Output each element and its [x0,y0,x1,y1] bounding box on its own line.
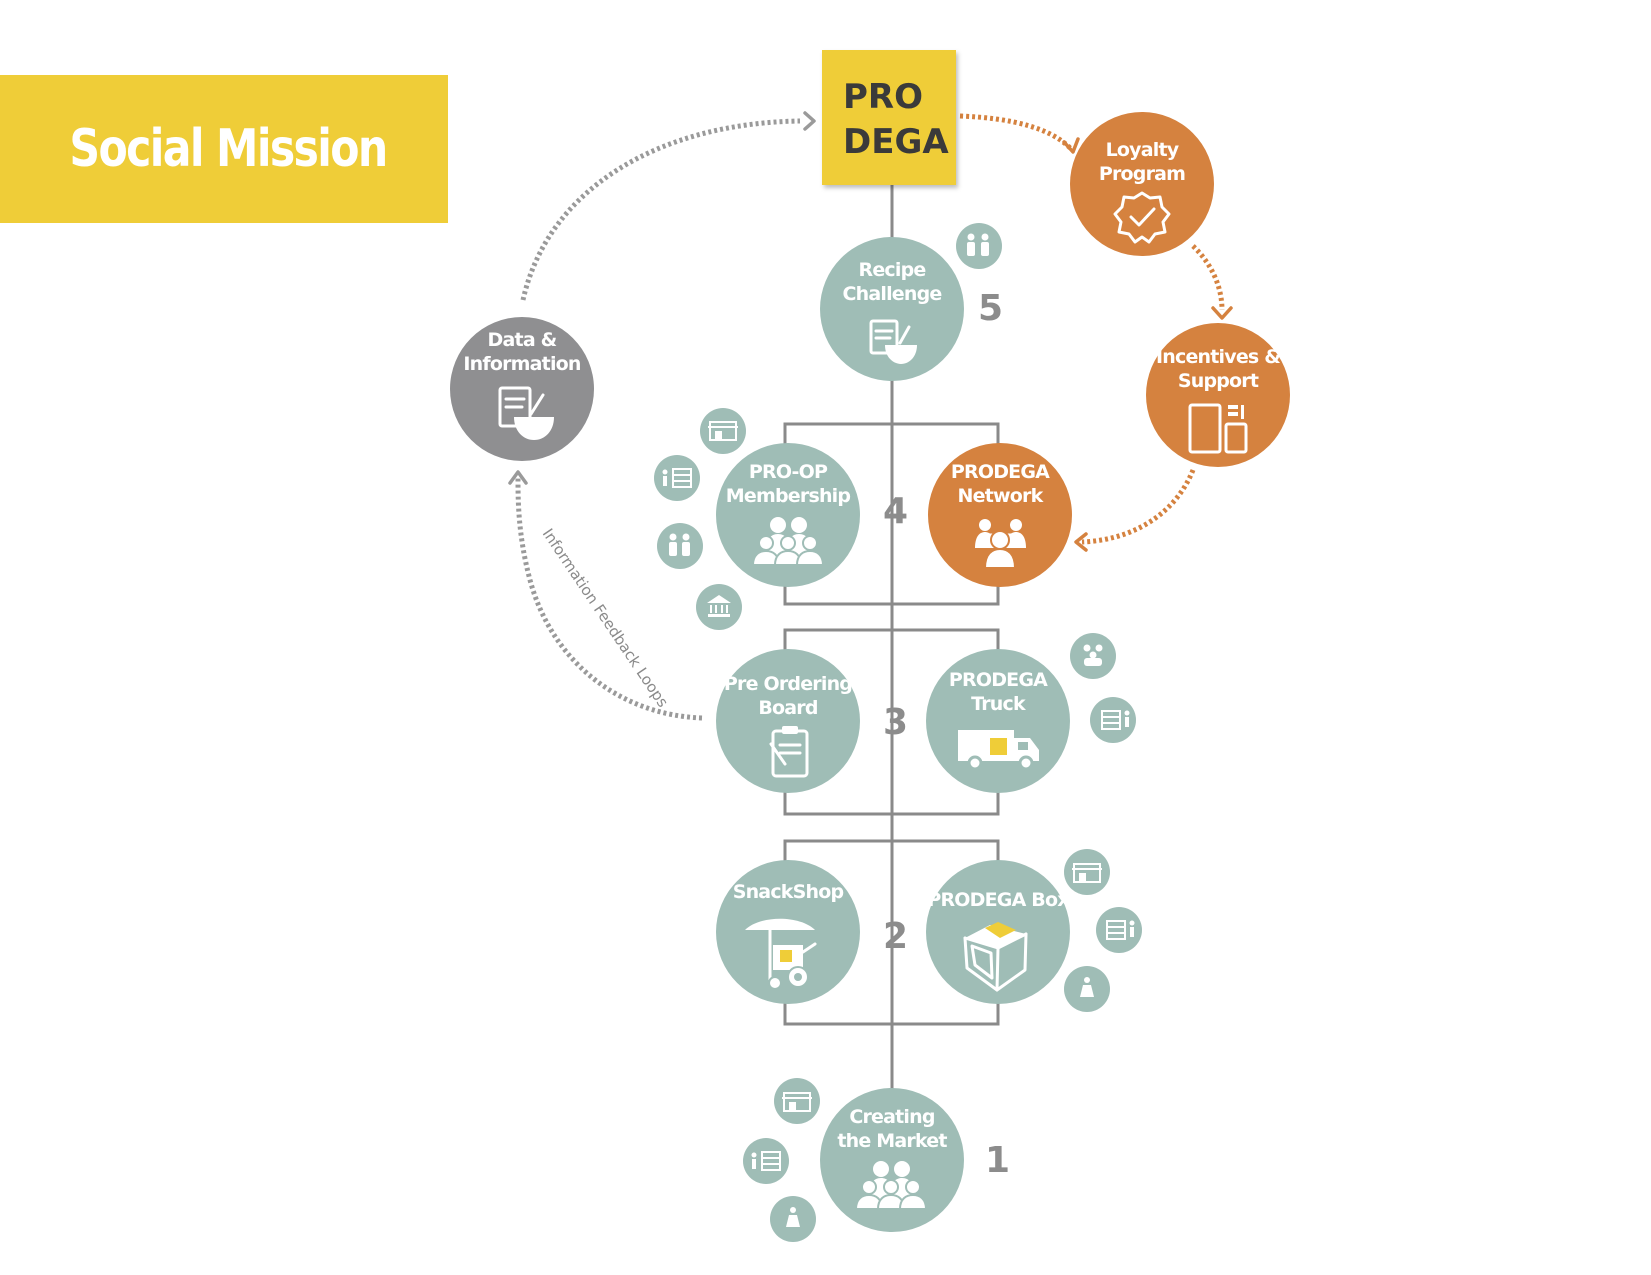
node-label: PRO-OP [749,461,828,483]
node-prodega-network[interactable]: PRODEGA Network [928,443,1072,587]
node-pro-op-membership[interactable]: PRO-OP Membership [716,443,860,587]
box-icon [963,922,1028,992]
umbrella-cart-icon [745,918,817,990]
node-label: PRODEGA Box [927,889,1069,911]
node-label: SnackShop [733,881,844,903]
logo-line2: DEGA [843,122,949,162]
store-front-icon [1064,849,1110,895]
node-label: Information [463,353,581,375]
node-label: Board [758,697,817,719]
node-label: Program [1099,163,1185,185]
level-numbers: 1 2 3 4 5 [883,288,1010,1181]
node-label: Loyalty [1106,139,1180,161]
node-label: Membership [726,485,851,507]
level-number-5: 5 [978,288,1003,329]
network-person-icon [975,519,1026,569]
node-label: Network [958,485,1044,507]
store-front-icon [700,408,746,454]
level-number-3: 3 [883,702,908,743]
node-incentives-support[interactable]: Incentives & Support [1146,323,1290,467]
loop-label: Information Feedback Loops [539,525,672,711]
market-shelf-icon [743,1138,789,1184]
node-label: PRODEGA [949,669,1048,691]
prodega-logo: PRO DEGA [822,50,956,185]
level-number-4: 4 [883,491,908,532]
family-icon [956,223,1002,269]
people-group-icon [854,1161,928,1210]
truck-icon [958,730,1039,771]
node-pre-ordering-board[interactable]: Pre Ordering Board [716,649,860,793]
arrow-heads [508,111,1233,552]
page-title: Social Mission [69,119,388,179]
node-label: Data & [488,329,557,351]
store-front-icon [774,1078,820,1124]
title-banner: Social Mission [0,75,448,223]
node-label: Support [1178,370,1259,392]
logo-line1: PRO [843,77,923,117]
node-label: Challenge [842,283,941,305]
node-creating-the-market[interactable]: Creating the Market [820,1088,964,1232]
recipe-bowl-icon [498,386,554,440]
person-shopping-icon [1064,966,1110,1012]
level-number-2: 2 [883,916,908,957]
node-label: Recipe [859,259,926,281]
node-data-information[interactable]: Data & Information [450,317,594,461]
node-label: Truck [971,693,1026,715]
satellite-icons [654,223,1142,1242]
node-prodega-truck[interactable]: PRODEGA Truck [926,649,1070,793]
node-label: Pre Ordering [724,673,852,695]
people-group-icon [751,517,825,566]
clipboard-icon [769,726,809,778]
people-group-icon [1070,633,1116,679]
node-label: Creating [849,1106,934,1128]
node-loyalty-program[interactable]: Loyalty Program [1070,112,1214,256]
badge-check-icon [1113,191,1171,244]
recipe-bowl-icon [869,319,917,364]
market-shelf-icon [654,455,700,501]
node-label: Incentives & [1156,346,1280,368]
person-shopping-icon [770,1196,816,1242]
government-building-icon [696,584,742,630]
level-number-1: 1 [985,1140,1010,1181]
market-shelf-icon [1096,907,1142,953]
node-recipe-challenge[interactable]: Recipe Challenge [820,237,964,381]
node-label: PRODEGA [951,461,1050,483]
node-snackshop[interactable]: SnackShop [716,860,860,1004]
node-prodega-box[interactable]: PRODEGA Box [926,860,1070,1004]
phone-tablet-icon [1188,403,1248,454]
market-shelf-icon [1090,697,1136,743]
node-label: the Market [837,1130,947,1152]
family-icon [657,523,703,569]
